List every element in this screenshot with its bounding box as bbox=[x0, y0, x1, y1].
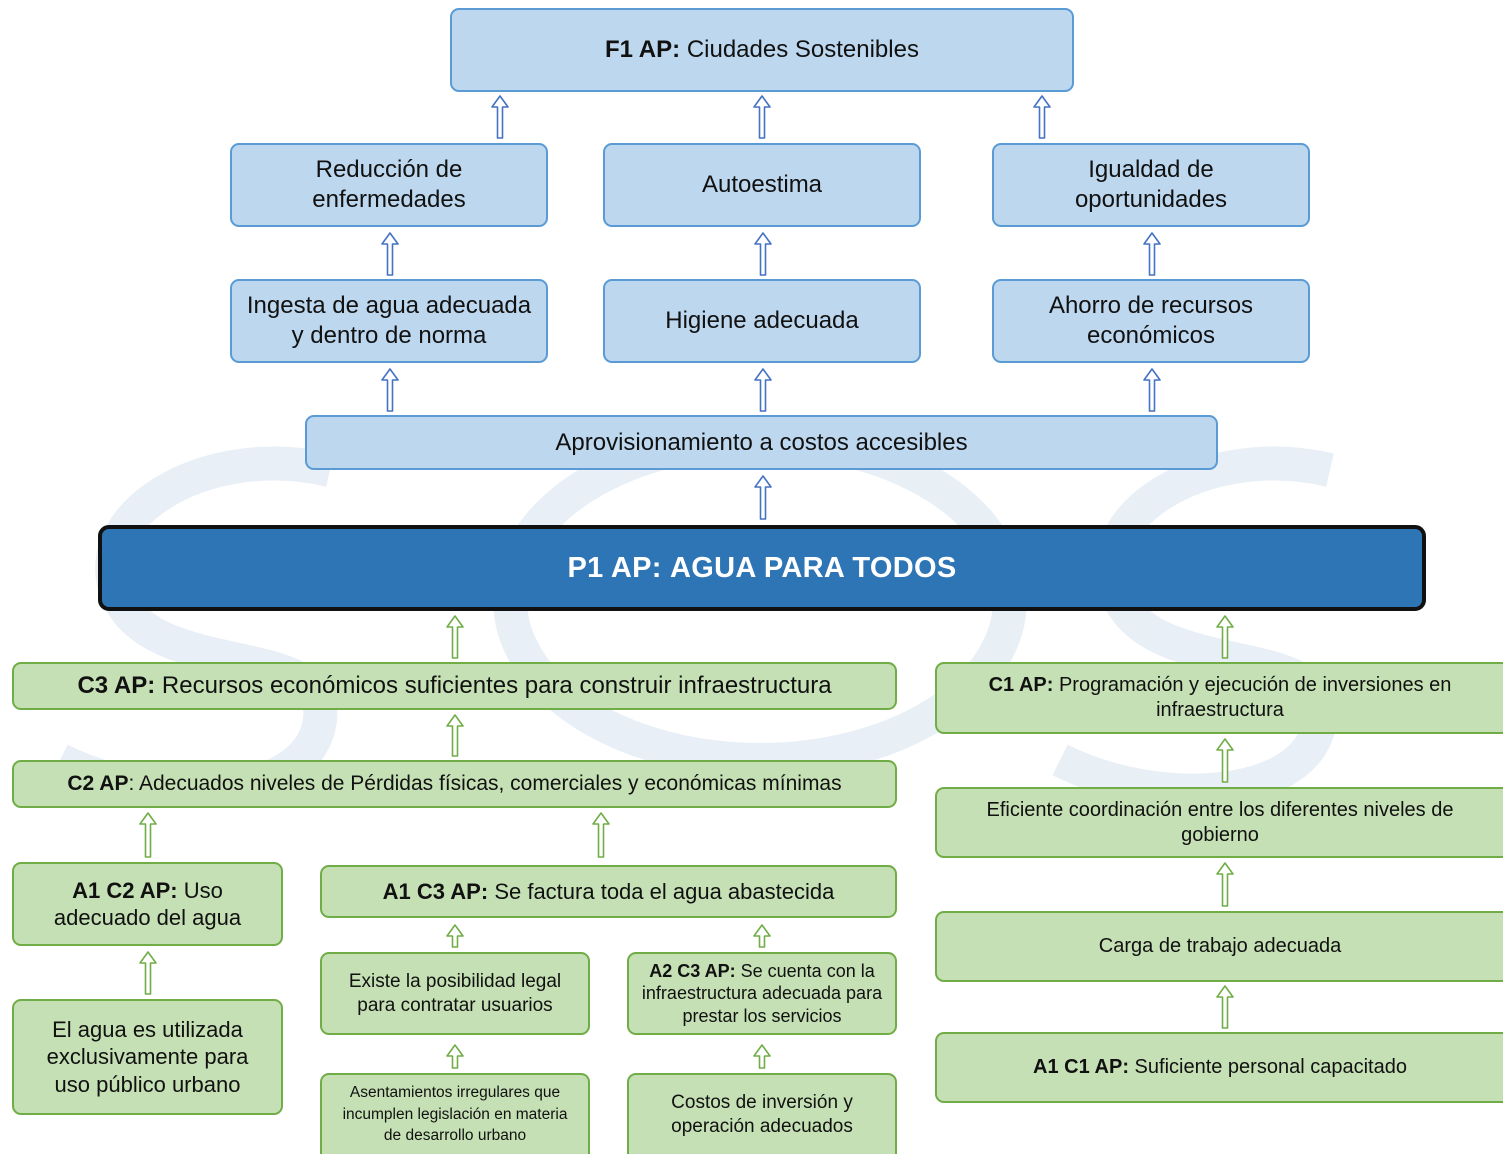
means-c2-label: C2 AP bbox=[67, 771, 129, 795]
end-ingesta-agua: Ingesta de agua adecuada y dentro de nor… bbox=[230, 279, 548, 363]
purpose-p1-agua-para-todos: P1 AP: AGUA PARA TODOS bbox=[98, 525, 1426, 611]
means-carga-trabajo: Carga de trabajo adecuada bbox=[935, 911, 1503, 982]
means-coordinacion-text: Eficiente coordinación entre los diferen… bbox=[986, 798, 1454, 846]
end-reduccion-enfermedades: Reducción de enfermedades bbox=[230, 143, 548, 227]
means-uso-publico: El agua es utilizada exclusivamente para… bbox=[12, 999, 283, 1115]
end-autoestima: Autoestima bbox=[603, 143, 921, 227]
means-a2c3-text: Se cuenta con la infraestructura adecuad… bbox=[641, 960, 883, 1026]
means-c1: C1 AP: Programación y ejecución de inver… bbox=[935, 662, 1503, 734]
means-a1c2-text: Uso adecuado del agua bbox=[53, 877, 242, 931]
end-igualdad-text: Igualdad de oportunidades bbox=[1074, 156, 1228, 213]
means-c3-text: Recursos económicos suficientes para con… bbox=[161, 672, 832, 699]
end-f1-label: F1 AP: bbox=[605, 36, 681, 63]
end-ingesta-text: Ingesta de agua adecuada y dentro de nor… bbox=[246, 292, 532, 349]
means-a1c1-label: A1 C1 AP: bbox=[1033, 1056, 1129, 1078]
means-posibilidad-legal: Existe la posibilidad legal para contrat… bbox=[320, 952, 590, 1035]
means-c3-label: C3 AP: bbox=[77, 672, 156, 699]
end-f1-text: Ciudades Sostenibles bbox=[686, 36, 919, 63]
means-a1c1-text: Suficiente personal capacitado bbox=[1134, 1056, 1407, 1078]
means-a1c2-label: A1 C2 AP: bbox=[72, 877, 178, 903]
means-asentamientos-text: Asentamientos irregulares que incumplen … bbox=[342, 1083, 568, 1145]
means-posibilidad-legal-text: Existe la posibilidad legal para contrat… bbox=[348, 970, 562, 1016]
end-igualdad-oportunidades: Igualdad de oportunidades bbox=[992, 143, 1310, 227]
means-c1-text: Programación y ejecución de inversiones … bbox=[1058, 674, 1452, 721]
means-asentamientos: Asentamientos irregulares que incumplen … bbox=[320, 1073, 590, 1154]
purpose-label: P1 AP: bbox=[567, 552, 662, 584]
means-a2c3-label: A2 C3 AP: bbox=[649, 960, 736, 981]
end-ahorro-text: Ahorro de recursos económicos bbox=[1048, 292, 1254, 349]
means-c2-text: : Adecuados niveles de Pérdidas físicas,… bbox=[128, 771, 842, 795]
means-a2c3: A2 C3 AP: Se cuenta con la infraestructu… bbox=[627, 952, 897, 1035]
means-a1c2: A1 C2 AP: Uso adecuado del agua bbox=[12, 862, 283, 946]
end-higiene-adecuada: Higiene adecuada bbox=[603, 279, 921, 363]
means-costos: Costos de inversión y operación adecuado… bbox=[627, 1073, 897, 1154]
means-a1c3-label: A1 C3 AP: bbox=[382, 878, 489, 904]
means-c1-label: C1 AP: bbox=[988, 674, 1054, 696]
end-reduccion-text: Reducción de enfermedades bbox=[312, 156, 466, 213]
means-a1c3: A1 C3 AP: Se factura toda el agua abaste… bbox=[320, 865, 897, 918]
end-aprovisionamiento-text: Aprovisionamiento a costos accesibles bbox=[555, 428, 968, 456]
means-uso-publico-text: El agua es utilizada exclusivamente para… bbox=[46, 1016, 249, 1097]
means-coordinacion: Eficiente coordinación entre los diferen… bbox=[935, 787, 1503, 858]
means-a1c1: A1 C1 AP: Suficiente personal capacitado bbox=[935, 1032, 1503, 1103]
means-a1c3-text: Se factura toda el agua abastecida bbox=[494, 878, 835, 904]
means-carga-text: Carga de trabajo adecuada bbox=[1098, 935, 1342, 957]
end-f1-sustainable-cities: F1 AP: Ciudades Sostenibles bbox=[450, 8, 1074, 92]
end-autoestima-text: Autoestima bbox=[701, 171, 823, 198]
means-c2: C2 AP: Adecuados niveles de Pérdidas fís… bbox=[12, 760, 897, 808]
means-c3: C3 AP: Recursos económicos suficientes p… bbox=[12, 662, 897, 710]
end-aprovisionamiento: Aprovisionamiento a costos accesibles bbox=[305, 415, 1218, 470]
means-costos-text: Costos de inversión y operación adecuado… bbox=[671, 1091, 853, 1137]
end-ahorro-recursos: Ahorro de recursos económicos bbox=[992, 279, 1310, 363]
end-higiene-text: Higiene adecuada bbox=[665, 307, 859, 334]
purpose-text: AGUA PARA TODOS bbox=[670, 552, 957, 584]
